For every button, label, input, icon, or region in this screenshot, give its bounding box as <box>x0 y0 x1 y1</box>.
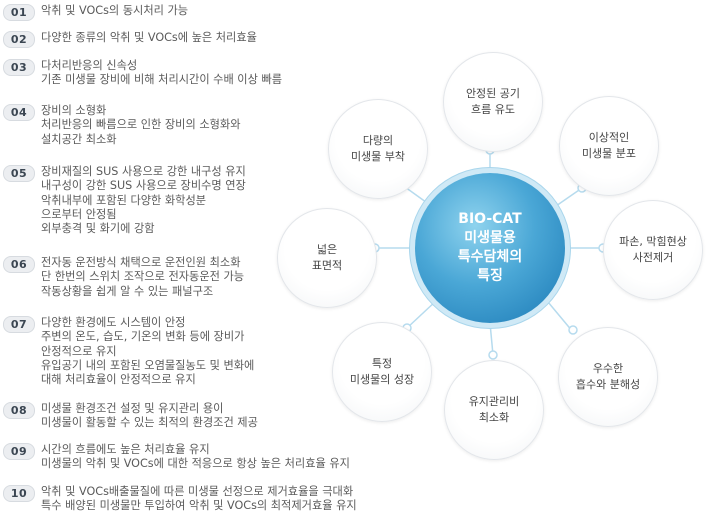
list-item: 01 악취 및 VOCs의 동시처리 가능 <box>0 4 188 21</box>
number-badge: 03 <box>3 59 35 76</box>
connector <box>406 299 438 329</box>
item-text: 장비의 소형화 처리반응의 빠름으로 인한 장비의 소형화와 설치공간 최소화 <box>41 104 241 146</box>
connector-dot <box>568 325 578 335</box>
connector <box>542 295 574 333</box>
feature-node-right: 파손, 막힘현상 사전제거 <box>603 200 703 300</box>
feature-node-top: 안정된 공기 흐름 유도 <box>443 52 543 152</box>
number-badge: 04 <box>3 104 35 121</box>
feature-diagram: BIO-CAT 미생물용 특수담체의 특징 안정된 공기 흐름 유도 이상적인 … <box>275 52 710 519</box>
list-item: 09 시간의 흐름에도 높은 처리효율 유지 미생물의 악취 및 VOCs에 대… <box>0 443 350 472</box>
connector-dot <box>488 350 498 360</box>
list-item: 10 악취 및 VOCs배출물질에 따른 미생물 선정으로 제거효율을 극대화 … <box>0 485 357 514</box>
item-text: 전자동 운전방식 채택으로 운전인원 최소화 단 한번의 스위치 조작으로 전자… <box>41 256 245 298</box>
number-badge: 05 <box>3 165 35 182</box>
number-badge: 10 <box>3 485 35 502</box>
feature-node-left: 넓은 표면적 <box>277 208 377 308</box>
feature-node-bottom: 유지관리비 최소화 <box>444 360 544 460</box>
item-text: 장비재질의 SUS 사용으로 강한 내구성 유지 내구성이 강한 SUS 사용으… <box>41 165 246 236</box>
number-badge: 09 <box>3 443 35 460</box>
connector <box>489 322 494 356</box>
list-item: 03 다처리반응의 신속성 기존 미생물 장비에 비해 처리시간이 수배 이상 … <box>0 59 282 88</box>
number-badge: 07 <box>3 316 35 333</box>
item-text: 시간의 흐름에도 높은 처리효율 유지 미생물의 악취 및 VOCs에 대한 적… <box>41 443 350 471</box>
item-text: 미생물 환경조건 설정 및 유지관리 용이 미생물이 활동할 수 있는 최적의 … <box>41 402 258 430</box>
list-item: 05 장비재질의 SUS 사용으로 강한 내구성 유지 내구성이 강한 SUS … <box>0 165 246 236</box>
list-item: 04 장비의 소형화 처리반응의 빠름으로 인한 장비의 소형화와 설치공간 최… <box>0 104 241 147</box>
feature-node-top-right: 이상적인 미생물 분포 <box>559 96 659 196</box>
list-item: 08 미생물 환경조건 설정 및 유지관리 용이 미생물이 활동할 수 있는 최… <box>0 402 258 431</box>
item-text: 악취 및 VOCs의 동시처리 가능 <box>41 4 189 17</box>
center-title-circle: BIO-CAT 미생물용 특수담체의 특징 <box>415 173 565 323</box>
number-badge: 08 <box>3 402 35 419</box>
feature-node-bottom-left: 특정 미생물의 성장 <box>332 322 432 422</box>
list-item: 02 다양한 종류의 악취 및 VOCs에 높은 처리효율 <box>0 31 257 48</box>
list-item: 07 다양한 환경에도 시스템이 안정 주변의 온도, 습도, 기온의 변화 등… <box>0 316 254 387</box>
feature-node-top-left: 다량의 미생물 부착 <box>328 99 428 199</box>
item-text: 다양한 환경에도 시스템이 안정 주변의 온도, 습도, 기온의 변화 등에 장… <box>41 316 255 387</box>
number-badge: 01 <box>3 4 35 21</box>
item-text: 다양한 종류의 악취 및 VOCs에 높은 처리효율 <box>41 31 257 44</box>
number-badge: 02 <box>3 31 35 48</box>
number-badge: 06 <box>3 256 35 273</box>
item-text: 다처리반응의 신속성 기존 미생물 장비에 비해 처리시간이 수배 이상 빠름 <box>41 59 283 87</box>
feature-node-bottom-right: 우수한 흡수와 분해성 <box>558 327 658 427</box>
list-item: 06 전자동 운전방식 채택으로 운전인원 최소화 단 한번의 스위치 조작으로… <box>0 256 244 299</box>
item-text: 악취 및 VOCs배출물질에 따른 미생물 선정으로 제거효율을 극대화 특수 … <box>41 485 357 513</box>
